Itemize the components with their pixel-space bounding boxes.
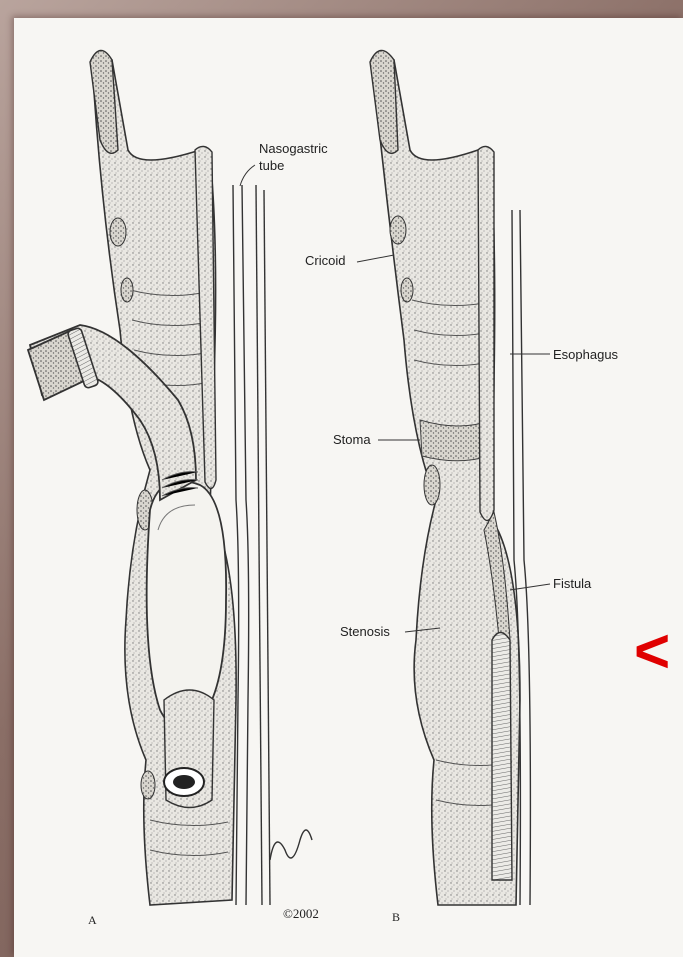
copyright-text: ©2002 <box>283 906 319 921</box>
label-stenosis: Stenosis <box>340 624 390 639</box>
illustration-frame: Nasogastric tube Cricoid Esophagus Stoma… <box>14 18 683 957</box>
label-nasogastric-line2: tube <box>259 158 284 173</box>
label-esophagus: Esophagus <box>553 347 619 362</box>
red-arrow-icon: < <box>634 617 670 686</box>
label-nasogastric-line1: Nasogastric <box>259 141 328 156</box>
label-cricoid: Cricoid <box>305 253 345 268</box>
panel-label-b: B <box>392 910 400 924</box>
panel-label-a: A <box>88 913 97 927</box>
tracheal-diagram: Nasogastric tube Cricoid Esophagus Stoma… <box>14 18 683 957</box>
label-fistula: Fistula <box>553 576 592 591</box>
panel-b-drawing <box>370 50 530 905</box>
label-stoma: Stoma <box>333 432 371 447</box>
panel-a-drawing <box>28 50 312 905</box>
